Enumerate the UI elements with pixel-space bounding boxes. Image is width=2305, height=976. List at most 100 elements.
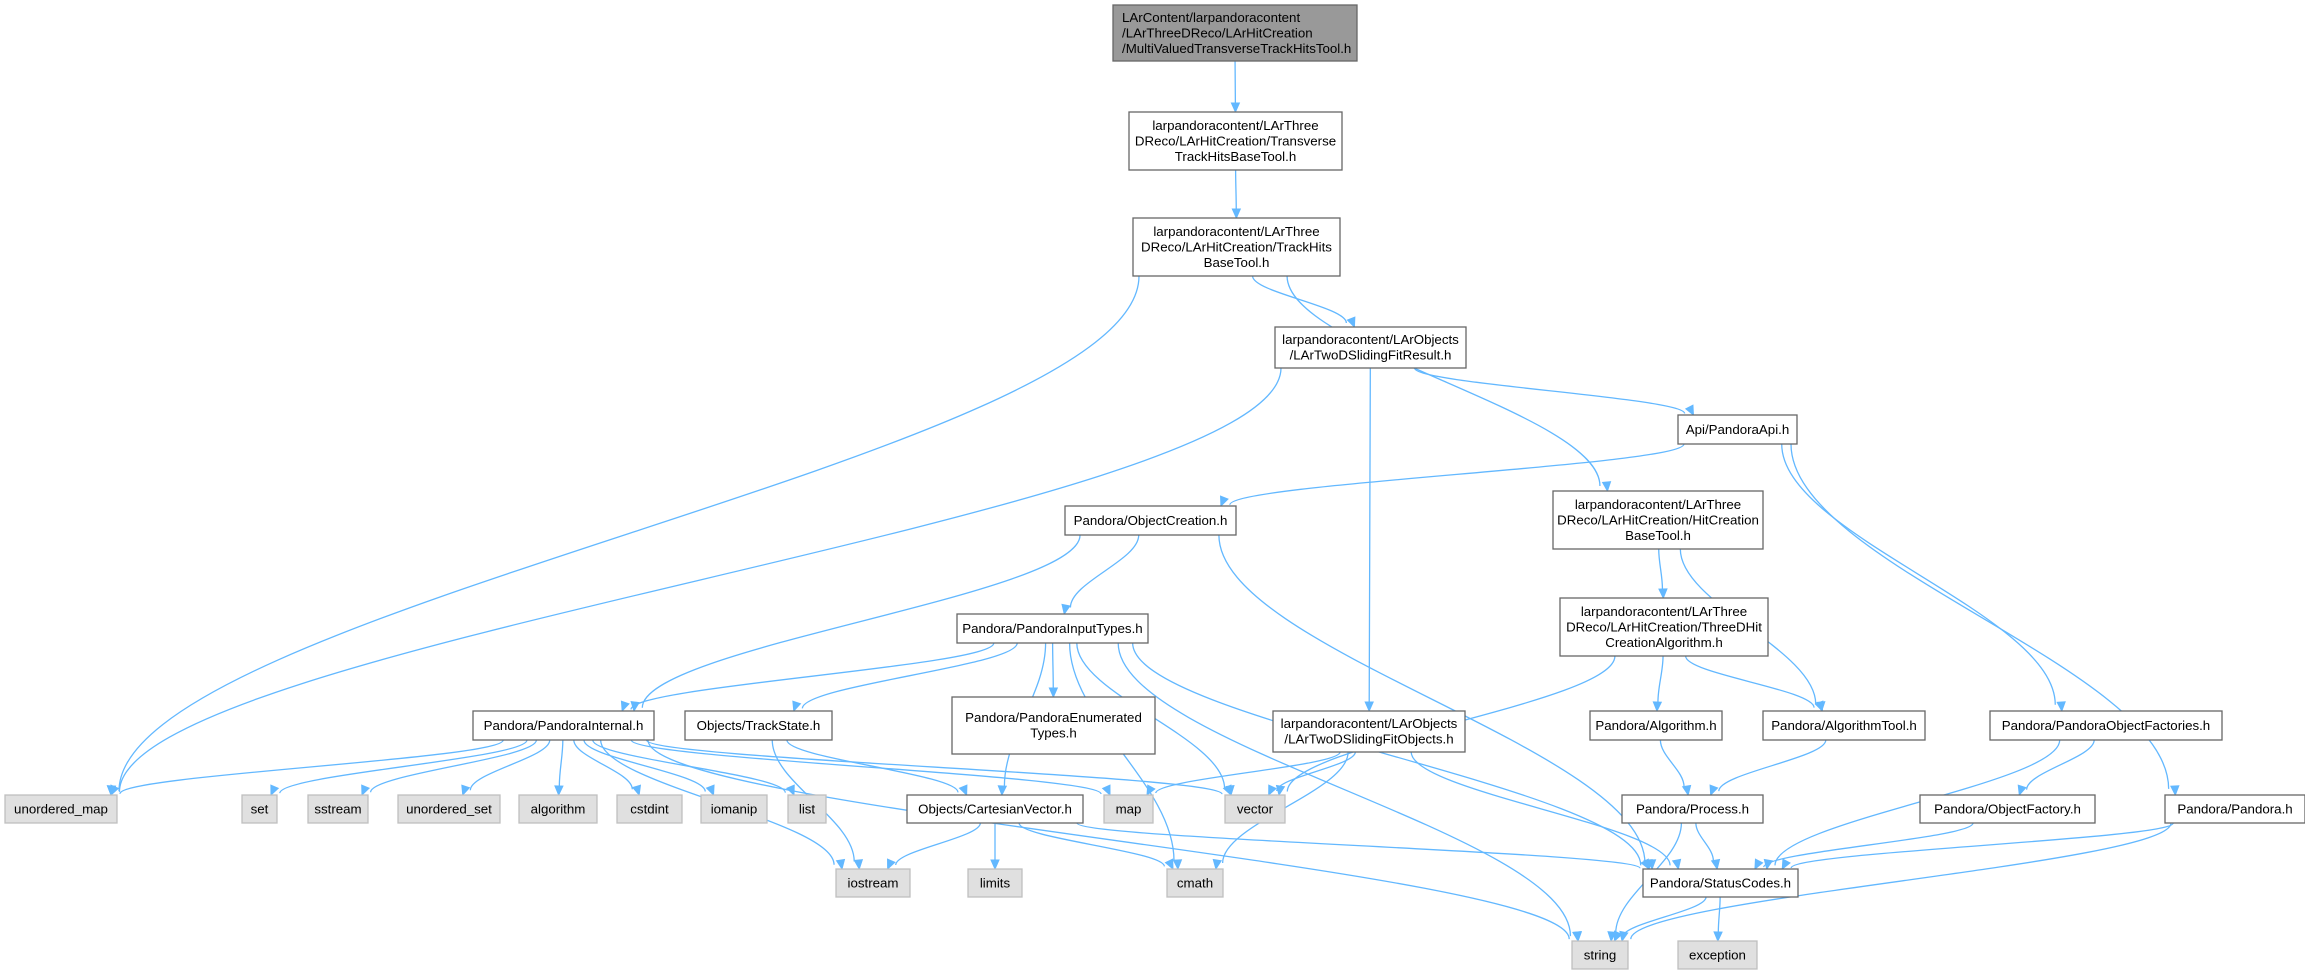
node-set[interactable]: set bbox=[241, 794, 278, 824]
node-box[interactable] bbox=[951, 696, 1156, 755]
node-box[interactable] bbox=[906, 794, 1084, 824]
node-box[interactable] bbox=[1762, 710, 1926, 741]
node-box[interactable] bbox=[2164, 794, 2305, 824]
node-box[interactable] bbox=[1677, 940, 1758, 970]
node-box[interactable] bbox=[241, 794, 278, 824]
node-list[interactable]: list bbox=[787, 794, 827, 824]
edge-slidingfitresult-to-slidingfitobjects bbox=[1364, 367, 1374, 713]
node-map[interactable]: map bbox=[1103, 794, 1154, 824]
node-slidingfitresult[interactable]: larpandoracontent/LArObjects/LArTwoDSlid… bbox=[1274, 326, 1467, 369]
node-transverse[interactable]: larpandoracontent/LArThreeDReco/LArHitCr… bbox=[1128, 111, 1343, 171]
node-process[interactable]: Pandora/Process.h bbox=[1621, 794, 1764, 824]
node-box[interactable] bbox=[1132, 217, 1341, 277]
node-box[interactable] bbox=[787, 794, 827, 824]
node-box[interactable] bbox=[1224, 794, 1286, 824]
node-box[interactable] bbox=[1128, 111, 1343, 171]
edge-arrowhead bbox=[1601, 481, 1612, 493]
node-pandoraapi[interactable]: Api/PandoraApi.h bbox=[1677, 414, 1798, 445]
node-threedhit[interactable]: larpandoracontent/LArThreeDReco/LArHitCr… bbox=[1559, 597, 1769, 657]
node-box[interactable] bbox=[307, 794, 369, 824]
node-box[interactable] bbox=[472, 710, 655, 741]
node-box[interactable] bbox=[1166, 868, 1224, 898]
node-label-line: BaseTool.h bbox=[1204, 255, 1270, 270]
node-cmath[interactable]: cmath bbox=[1166, 868, 1224, 898]
node-objectcreation[interactable]: Pandora/ObjectCreation.h bbox=[1064, 505, 1237, 536]
node-box[interactable] bbox=[1989, 710, 2223, 741]
edge-transverse-to-trackhits bbox=[1231, 169, 1242, 220]
node-hitcreationbase[interactable]: larpandoracontent/LArThreeDReco/LArHitCr… bbox=[1552, 490, 1764, 550]
edge-trackhits-to-hitcreationbase bbox=[1286, 275, 1612, 493]
node-iostream[interactable]: iostream bbox=[835, 868, 911, 898]
node-box[interactable] bbox=[1064, 505, 1237, 536]
node-label-line: TrackHitsBaseTool.h bbox=[1175, 149, 1296, 164]
edge-arrowhead bbox=[1619, 930, 1629, 943]
node-box[interactable] bbox=[1621, 794, 1764, 824]
edge-cartesian-to-limits bbox=[990, 822, 1000, 871]
node-box[interactable] bbox=[700, 794, 768, 824]
node-algorithmtool[interactable]: Pandora/AlgorithmTool.h bbox=[1762, 710, 1926, 741]
node-cstdint[interactable]: cstdint bbox=[616, 794, 683, 824]
node-pandora_h[interactable]: Pandora/Pandora.h bbox=[2164, 794, 2305, 824]
node-pandorainternal[interactable]: Pandora/PandoraInternal.h bbox=[472, 710, 655, 741]
node-label-line: set bbox=[251, 801, 269, 816]
node-slidingfitobjects[interactable]: larpandoracontent/LArObjects/LArTwoDSlid… bbox=[1272, 710, 1466, 753]
node-unordered_set[interactable]: unordered_set bbox=[397, 794, 501, 824]
node-inputtypes[interactable]: Pandora/PandoraInputTypes.h bbox=[956, 613, 1149, 644]
edge-arrowhead bbox=[110, 784, 120, 797]
edge-arrowhead bbox=[630, 700, 640, 713]
node-string[interactable]: string bbox=[1571, 940, 1629, 970]
node-box[interactable] bbox=[518, 794, 598, 824]
edges-layer bbox=[106, 60, 2180, 943]
node-statuscodes[interactable]: Pandora/StatusCodes.h bbox=[1642, 868, 1799, 898]
edge-pandorainternal-to-set bbox=[270, 739, 528, 797]
node-label-line: Pandora/PandoraEnumerated bbox=[965, 710, 1142, 725]
node-box[interactable] bbox=[1103, 794, 1154, 824]
node-box[interactable] bbox=[1274, 326, 1467, 369]
node-trackstate[interactable]: Objects/TrackState.h bbox=[684, 710, 833, 741]
node-vector[interactable]: vector bbox=[1224, 794, 1286, 824]
edge-line bbox=[645, 739, 1223, 795]
node-exception[interactable]: exception bbox=[1677, 940, 1758, 970]
node-box[interactable] bbox=[1272, 710, 1466, 753]
edge-arrowhead bbox=[1684, 404, 1695, 417]
node-box[interactable] bbox=[1642, 868, 1799, 898]
node-limits[interactable]: limits bbox=[967, 868, 1023, 898]
node-box[interactable] bbox=[835, 868, 911, 898]
node-box[interactable] bbox=[967, 868, 1023, 898]
node-box[interactable] bbox=[684, 710, 833, 741]
edge-arrowhead bbox=[361, 784, 371, 797]
edge-pandorainternal-to-unordered_map bbox=[110, 739, 504, 797]
edge-arrowhead bbox=[1101, 784, 1111, 797]
node-iomanip[interactable]: iomanip bbox=[700, 794, 768, 824]
node-root[interactable]: LArContent/larpandoracontent/LArThreeDRe… bbox=[1112, 4, 1358, 62]
edge-arrowhead bbox=[1754, 858, 1764, 871]
edge-line bbox=[1276, 751, 1356, 792]
node-trackhits[interactable]: larpandoracontent/LArThreeDReco/LArHitCr… bbox=[1132, 217, 1341, 277]
node-algorithm_h[interactable]: Pandora/Algorithm.h bbox=[1589, 710, 1723, 741]
node-label-line: DReco/LArHitCreation/HitCreation bbox=[1557, 512, 1759, 527]
node-box[interactable] bbox=[1552, 490, 1764, 550]
node-box[interactable] bbox=[1559, 597, 1769, 657]
node-objectfactories[interactable]: Pandora/PandoraObjectFactories.h bbox=[1989, 710, 2223, 741]
node-objectfactory[interactable]: Pandora/ObjectFactory.h bbox=[1919, 794, 2096, 824]
node-box[interactable] bbox=[1677, 414, 1798, 445]
edge-line bbox=[641, 534, 1081, 708]
node-box[interactable] bbox=[1919, 794, 2096, 824]
edge-line bbox=[1413, 367, 1686, 415]
node-box[interactable] bbox=[4, 794, 118, 824]
edge-arrowhead bbox=[1671, 858, 1682, 871]
edge-arrowhead bbox=[1275, 784, 1286, 797]
node-box[interactable] bbox=[616, 794, 683, 824]
node-box[interactable] bbox=[1571, 940, 1629, 970]
node-algorithm[interactable]: algorithm bbox=[518, 794, 598, 824]
node-box[interactable] bbox=[1112, 4, 1358, 62]
node-unordered_map[interactable]: unordered_map bbox=[4, 794, 118, 824]
node-box[interactable] bbox=[956, 613, 1149, 644]
node-sstream[interactable]: sstream bbox=[307, 794, 369, 824]
node-box[interactable] bbox=[397, 794, 501, 824]
edge-pandora_h-to-statuscodes bbox=[1781, 822, 2174, 871]
edge-arrowhead bbox=[1146, 784, 1156, 797]
node-cartesian[interactable]: Objects/CartesianVector.h bbox=[906, 794, 1084, 824]
node-box[interactable] bbox=[1589, 710, 1723, 741]
